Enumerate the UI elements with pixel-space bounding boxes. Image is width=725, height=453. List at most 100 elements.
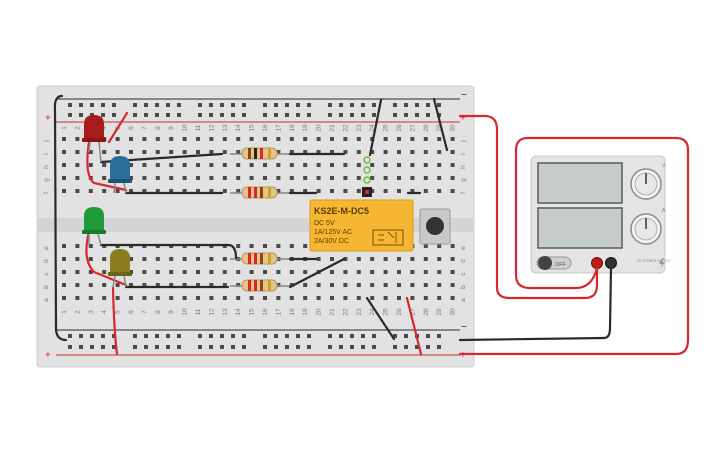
hole-e2[interactable] xyxy=(75,244,80,248)
rail-hole-3-0[interactable] xyxy=(68,345,72,349)
rail-hole-1-11[interactable] xyxy=(209,113,213,117)
hole-g11[interactable] xyxy=(196,176,200,180)
wire-ground-to-supply[interactable] xyxy=(458,266,613,342)
hole-j29[interactable] xyxy=(437,137,442,141)
hole-i21[interactable] xyxy=(330,150,334,154)
hole-e19[interactable] xyxy=(303,244,308,248)
rail-hole-1-24[interactable] xyxy=(372,113,376,117)
hole-e28[interactable] xyxy=(423,244,428,248)
rail-hole-2-22[interactable] xyxy=(350,334,354,338)
hole-a4[interactable] xyxy=(102,296,107,300)
hole-f27[interactable] xyxy=(410,189,415,193)
hole-i13[interactable] xyxy=(222,150,227,154)
rail-hole-0-20[interactable] xyxy=(328,103,332,107)
hole-f21[interactable] xyxy=(330,189,334,193)
hole-c28[interactable] xyxy=(423,270,428,274)
hole-h16[interactable] xyxy=(263,163,267,167)
rail-hole-2-19[interactable] xyxy=(307,334,311,338)
rail-hole-3-6[interactable] xyxy=(144,345,148,349)
hole-a18[interactable] xyxy=(289,296,294,300)
hole-f7[interactable] xyxy=(142,189,147,193)
rail-hole-3-8[interactable] xyxy=(166,345,170,349)
hole-c16[interactable] xyxy=(263,270,267,274)
rail-hole-1-8[interactable] xyxy=(166,113,170,117)
hole-d13[interactable] xyxy=(222,257,227,261)
hole-a9[interactable] xyxy=(169,296,174,300)
hole-g16[interactable] xyxy=(263,176,267,180)
hole-g2[interactable] xyxy=(75,176,80,180)
hole-d6[interactable] xyxy=(129,257,133,261)
hole-i5[interactable] xyxy=(115,150,120,154)
wire-red-led-to-rail[interactable] xyxy=(107,111,129,144)
hole-b29[interactable] xyxy=(437,283,442,287)
rail-hole-0-22[interactable] xyxy=(350,103,354,107)
led-green[interactable] xyxy=(82,207,106,246)
hole-j17[interactable] xyxy=(276,137,281,141)
hole-j22[interactable] xyxy=(343,137,348,141)
hole-c1[interactable] xyxy=(62,270,66,274)
hole-g25[interactable] xyxy=(383,176,388,180)
hole-d30[interactable] xyxy=(450,257,455,261)
push-button[interactable] xyxy=(419,208,451,245)
hole-f8[interactable] xyxy=(155,189,160,193)
rail-hole-0-11[interactable] xyxy=(209,103,213,107)
rail-hole-1-27[interactable] xyxy=(415,113,419,117)
hole-d2[interactable] xyxy=(75,257,80,261)
rail-hole-2-18[interactable] xyxy=(296,334,300,338)
hole-a19[interactable] xyxy=(303,296,308,300)
rail-hole-3-11[interactable] xyxy=(209,345,213,349)
negative-terminal[interactable] xyxy=(605,257,617,269)
hole-c11[interactable] xyxy=(196,270,200,274)
hole-i3[interactable] xyxy=(88,150,93,154)
rail-hole-1-25[interactable] xyxy=(393,113,397,117)
rail-hole-0-12[interactable] xyxy=(220,103,224,107)
hole-c30[interactable] xyxy=(450,270,455,274)
rail-hole-2-5[interactable] xyxy=(133,334,137,338)
hole-g28[interactable] xyxy=(423,176,428,180)
hole-e17[interactable] xyxy=(276,244,281,248)
hole-d22[interactable] xyxy=(343,257,348,261)
rail-hole-1-19[interactable] xyxy=(307,113,311,117)
hole-c7[interactable] xyxy=(142,270,147,274)
positive-terminal[interactable] xyxy=(591,257,603,269)
hole-f30[interactable] xyxy=(450,189,455,193)
hole-a2[interactable] xyxy=(75,296,80,300)
hole-g24[interactable] xyxy=(370,176,375,180)
hole-a6[interactable] xyxy=(129,296,133,300)
rail-hole-0-13[interactable] xyxy=(231,103,235,107)
hole-j16[interactable] xyxy=(263,137,267,141)
hole-b30[interactable] xyxy=(450,283,455,287)
rail-hole-3-2[interactable] xyxy=(90,345,94,349)
hole-f20[interactable] xyxy=(316,189,321,193)
hole-d7[interactable] xyxy=(142,257,147,261)
hole-i12[interactable] xyxy=(209,150,214,154)
hole-j9[interactable] xyxy=(169,137,174,141)
wire-plus-to-supply[interactable] xyxy=(458,114,599,300)
led-red[interactable] xyxy=(82,115,106,163)
hole-b23[interactable] xyxy=(356,283,361,287)
hole-c8[interactable] xyxy=(155,270,160,274)
hole-g23[interactable] xyxy=(356,176,361,180)
hole-d21[interactable] xyxy=(330,257,334,261)
hole-b7[interactable] xyxy=(142,283,147,287)
hole-j12[interactable] xyxy=(209,137,214,141)
hole-c4[interactable] xyxy=(102,270,107,274)
rail-hole-0-29[interactable] xyxy=(437,103,441,107)
hole-g26[interactable] xyxy=(397,176,401,180)
hole-f22[interactable] xyxy=(343,189,348,193)
rail-hole-3-24[interactable] xyxy=(372,345,376,349)
hole-a21[interactable] xyxy=(330,296,334,300)
rail-hole-1-20[interactable] xyxy=(328,113,332,117)
rail-hole-2-21[interactable] xyxy=(339,334,343,338)
hole-i18[interactable] xyxy=(289,150,294,154)
hole-j26[interactable] xyxy=(397,137,401,141)
hole-c19[interactable] xyxy=(303,270,308,274)
hole-f29[interactable] xyxy=(437,189,442,193)
rail-hole-0-8[interactable] xyxy=(166,103,170,107)
hole-f14[interactable] xyxy=(236,189,241,193)
hole-h10[interactable] xyxy=(182,163,187,167)
hole-h3[interactable] xyxy=(88,163,93,167)
rail-hole-0-0[interactable] xyxy=(68,103,72,107)
hole-f5[interactable] xyxy=(115,189,120,193)
hole-i8[interactable] xyxy=(155,150,160,154)
